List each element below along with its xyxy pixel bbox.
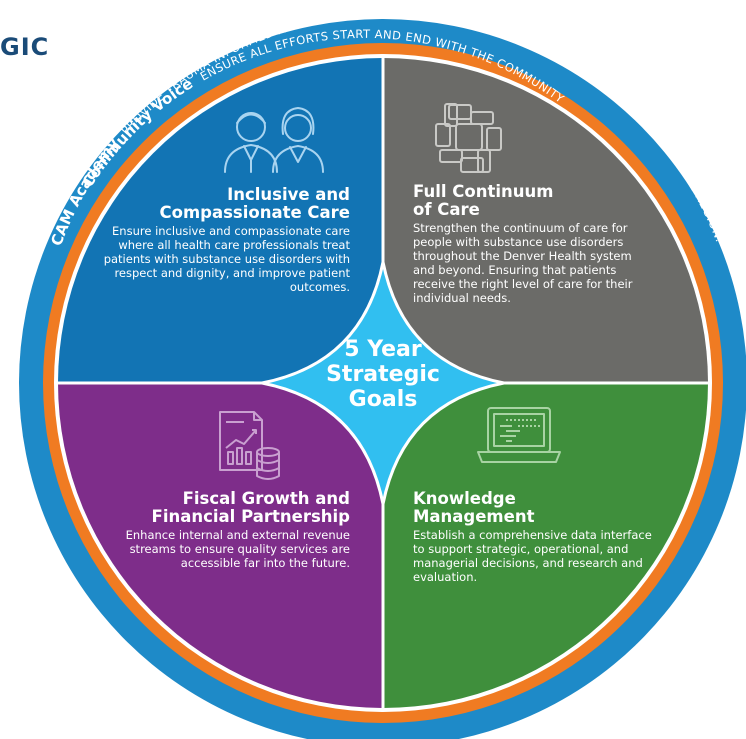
page-header-fragment: GIC	[0, 33, 50, 61]
healthcare-workers-icon	[224, 107, 324, 173]
financial-report-icon	[219, 411, 280, 480]
goal-description: Strengthen the continuum of care for peo…	[413, 221, 633, 305]
laptop-data-icon	[477, 407, 561, 463]
goal-description: Ensure inclusive and compassionate care …	[103, 224, 350, 294]
goal-description: Establish a comprehensive data interface…	[413, 528, 652, 584]
center-star	[261, 261, 505, 505]
goal-description: Enhance internal and external revenue st…	[125, 528, 350, 570]
linked-hands-icon	[435, 103, 502, 173]
center-title: 5 Year Strategic Goals	[326, 337, 440, 412]
